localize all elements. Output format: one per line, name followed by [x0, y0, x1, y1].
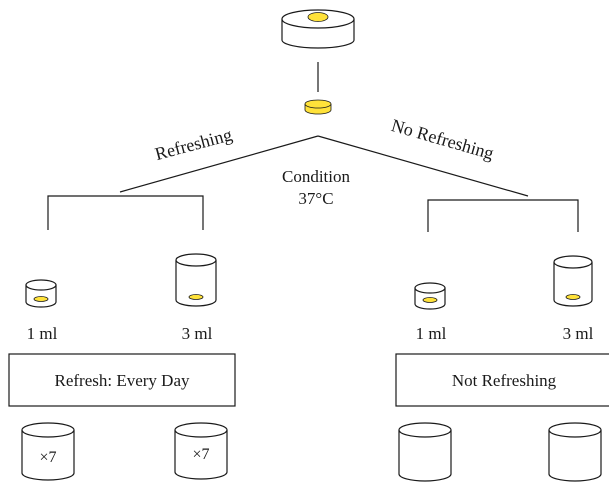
refresh-box: [8, 353, 236, 407]
tube-1ml-left: [25, 279, 57, 308]
refresh-box-label: Refresh: Every Day: [54, 371, 190, 390]
temperature-label: 37°C: [298, 189, 333, 208]
not-refresh-box: [395, 353, 609, 407]
volume-label-1ml-left: 1 ml: [27, 324, 58, 343]
multiplier-label-2: ×7: [192, 446, 209, 463]
tube-3ml-right: [553, 255, 593, 307]
left-bracket: [47, 195, 204, 230]
multiplier-label-1: ×7: [39, 449, 56, 466]
left-branch-line: [119, 135, 319, 193]
tube-bottom-right-1: [398, 422, 452, 482]
sample-disc-icon: [307, 12, 329, 22]
right-branch-line: [317, 135, 529, 197]
tube-bottom-left-2: ×7: [174, 422, 228, 480]
tube-3ml-left: [175, 253, 217, 307]
not-refresh-box-label: Not Refreshing: [452, 371, 557, 390]
volume-label-1ml-right: 1 ml: [416, 324, 447, 343]
tube-bottom-left-1: ×7: [21, 422, 75, 481]
left-branch-label: Refreshing: [153, 124, 234, 164]
volume-label-3ml-left: 3 ml: [182, 324, 213, 343]
culture-dish: [281, 9, 355, 49]
sample-disc: [304, 99, 332, 115]
right-branch-label: No Refreshing: [389, 115, 496, 163]
condition-label: Condition: [282, 167, 351, 186]
volume-label-3ml-right: 3 ml: [563, 324, 594, 343]
right-bracket: [427, 199, 579, 232]
tube-1ml-right: [414, 282, 446, 310]
tube-bottom-right-2: [548, 422, 602, 482]
